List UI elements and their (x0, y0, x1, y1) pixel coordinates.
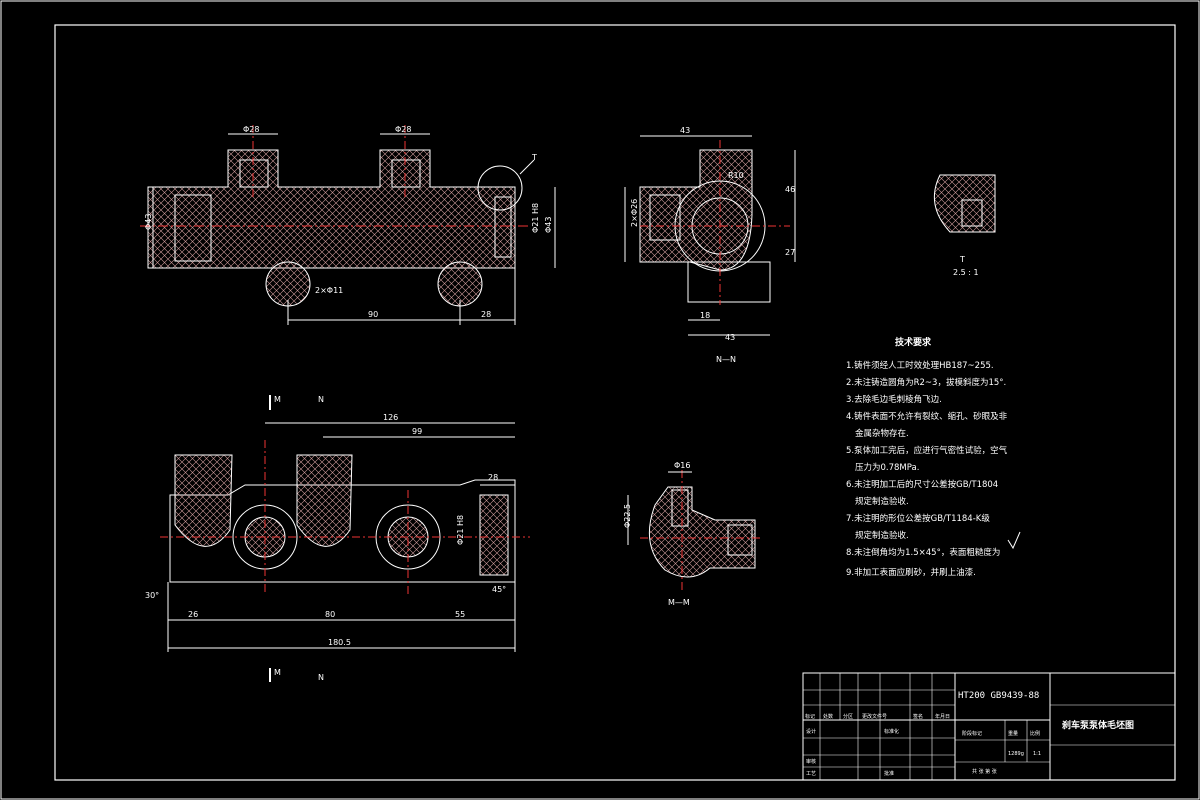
tb-row-label: 审核 (806, 758, 816, 765)
tb-header: 处数 (823, 713, 833, 720)
bottom-view: M N M N 126 99 28 26 80 55 180.5 30° 45°… (145, 395, 530, 682)
tech-req-line: 规定制造验收. (855, 496, 909, 507)
nn-label: N—N (716, 355, 736, 364)
tb-sheet: 共 张 第 张 (972, 768, 997, 775)
dim-body-right: Φ43 (544, 217, 553, 233)
dim-28: 28 (481, 310, 491, 319)
cut-m-bottom: M (274, 668, 281, 677)
tech-req-line: 9.非加工表面应刷砂，并刷上油漆. (846, 567, 976, 578)
tb-drawing-title: 刹车泵泵体毛坯图 (1062, 719, 1134, 731)
callout-t: T (531, 153, 537, 162)
tb-scale-label: 比例 (1030, 730, 1040, 737)
bv-dim-126: 126 (383, 413, 398, 422)
bv-dim-26: 26 (188, 610, 198, 619)
tb-material: HT200 GB9439-88 (958, 691, 1039, 701)
nn-dim-43-bottom: 43 (725, 333, 735, 342)
bv-dim-99: 99 (412, 427, 422, 436)
section-nn: 43 43 2×Φ26 R10 46 27 18 N—N (624, 126, 796, 364)
tb-scale-value: 1:1 (1033, 751, 1041, 757)
nn-dim-46: 46 (785, 185, 795, 194)
roughness-symbol (1007, 531, 1021, 550)
tb-weight-label: 重量 (1008, 730, 1018, 737)
tech-req-line: 金属杂物存在. (855, 428, 909, 439)
dim-holes: 2×Φ11 (315, 286, 343, 295)
bv-bore: Φ21 H8 (456, 515, 465, 545)
dim-90: 90 (368, 310, 378, 319)
tech-req-line: 4.铸件表面不允许有裂纹、缩孔、砂眼及非 (846, 411, 1008, 422)
tb-header: 标记 (805, 713, 815, 720)
nn-dim-43-top: 43 (680, 126, 690, 135)
tech-req-line: 规定制造验收. (855, 530, 909, 541)
cut-n-bottom: N (318, 673, 324, 682)
tb-row-label: 批准 (884, 770, 894, 777)
bv-dim-55: 55 (455, 610, 465, 619)
bv-angle-45: 45° (492, 585, 506, 594)
detail-t: T 2.5 : 1 (933, 174, 996, 277)
tb-header: 签名 (913, 713, 923, 720)
mm-dim-left: Φ22.5 (623, 504, 632, 528)
tech-req-title: 技术要求 (895, 336, 932, 348)
tech-req-line: 5.泵体加工完后，应进行气密性试验，空气 (846, 445, 1008, 456)
tb-row-label: 标准化 (884, 728, 899, 735)
tb-header: 分区 (843, 713, 853, 720)
tech-req-line: 7.未注明的形位公差按GB/T1184-K级 (846, 513, 990, 524)
tb-header: 更改文件号 (862, 713, 887, 720)
section-mm: Φ16 Φ22.5 M—M (623, 461, 760, 607)
nn-dim-dia: 2×Φ26 (630, 199, 639, 227)
cut-n-top: N (318, 395, 324, 404)
dim-port1: Φ28 (243, 125, 259, 134)
nn-dim-27: 27 (785, 248, 795, 257)
tech-req-line: 3.去除毛边毛刺棱角飞边. (846, 394, 942, 405)
tech-requirements: 技术要求 1.铸件须经人工时效处理HB187~255. 2.未注铸造圆角为R2~… (846, 336, 1021, 578)
bv-dim-28: 28 (488, 473, 498, 482)
tech-req-line: 1.铸件须经人工时效处理HB187~255. (846, 360, 994, 371)
detail-t-scale: 2.5 : 1 (953, 268, 979, 277)
bv-dim-total: 180.5 (328, 638, 351, 647)
dim-port2: Φ28 (395, 125, 411, 134)
dim-body-left: Φ43 (144, 214, 153, 230)
tb-row-label: 设计 (806, 728, 816, 735)
tech-req-line: 6.未注明加工后的尺寸公差按GB/T1804 (846, 479, 998, 490)
tb-header: 年月日 (935, 713, 950, 720)
title-block: 标记 处数 分区 更改文件号 签名 年月日 设计 标准化 审核 工艺 批准 阶段… (802, 672, 1176, 781)
front-view: Φ28 Φ28 Φ43 Φ43 Φ21 H8 2×Φ11 90 28 T (140, 125, 556, 325)
mm-label: M—M (668, 598, 690, 607)
dim-bore: Φ21 H8 (531, 203, 540, 233)
bv-dim-80: 80 (325, 610, 335, 619)
tech-req-line: 8.未注倒角均为1.5×45°，表面粗糙度为 (846, 547, 1000, 558)
tb-row-label: 工艺 (806, 771, 816, 777)
tb-weight-value: 1289g (1008, 751, 1024, 757)
tb-stage: 阶段标记 (962, 730, 982, 737)
mm-dim-top: Φ16 (674, 461, 690, 470)
cut-m-top: M (274, 395, 281, 404)
detail-t-label: T (959, 255, 965, 264)
inner-frame (54, 24, 1176, 781)
nn-dim-r10: R10 (728, 171, 744, 180)
tech-req-line: 2.未注铸造圆角为R2~3，拔模斜度为15°. (846, 377, 1006, 388)
bv-angle-30: 30° (145, 591, 159, 600)
tech-req-line: 压力为0.78MPa. (855, 462, 919, 473)
nn-dim-18: 18 (700, 311, 710, 320)
